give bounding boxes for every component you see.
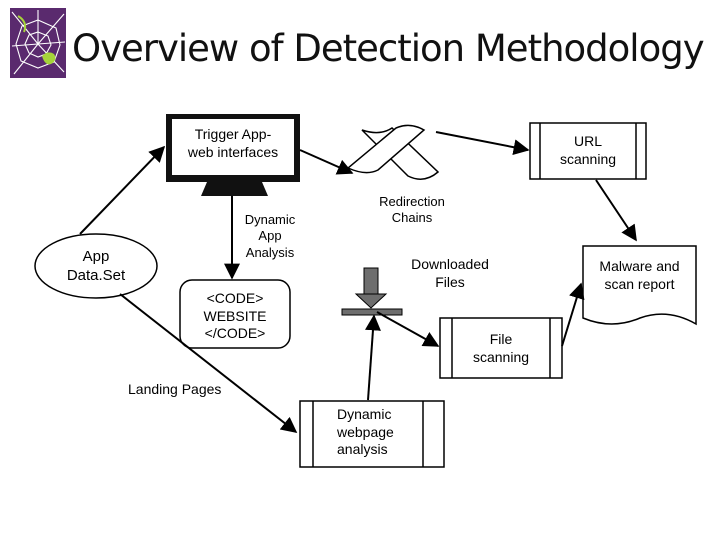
app-dataset-label: App Data.Set: [48, 248, 144, 286]
arrow-trigger-to-redirect: [299, 149, 354, 175]
arrow-dataset-to-landing: [119, 293, 298, 433]
arrow-filescan-to-report: [561, 282, 585, 347]
trigger-label-line2: web interfaces: [187, 143, 279, 160]
dynamic-webpage-line1: Dynamic: [337, 406, 392, 422]
file-scanning-line2: scanning: [472, 348, 530, 365]
url-scanning-box: [529, 122, 647, 180]
arrow-url-to-report: [595, 179, 637, 242]
spider-web-logo-icon: [10, 8, 66, 78]
code-website-line2: WEBSITE: [203, 307, 267, 324]
app-dataset-ellipse: [34, 233, 158, 299]
file-scanning-line1: File: [489, 331, 513, 347]
app-dataset-line1: App: [82, 248, 110, 265]
url-scanning-line1: URL: [573, 133, 602, 149]
trigger-label-line1: Trigger App-: [194, 126, 272, 142]
arrow-dataset-to-trigger: [79, 145, 166, 235]
malware-report-line2: scan report: [604, 275, 675, 292]
downloaded-files-line2: Files: [435, 273, 465, 290]
downloaded-files-line1: Downloaded: [411, 256, 489, 272]
computer-monitor-icon: [166, 114, 300, 196]
dynamic-webpage-label: Dynamic webpage analysis: [313, 406, 423, 459]
malware-report-label: Malware and scan report: [583, 258, 696, 293]
file-scanning-box: [439, 317, 563, 379]
download-arrow-icon: [341, 267, 403, 316]
url-scanning-line2: scanning: [559, 150, 617, 167]
app-dataset-line2: Data.Set: [66, 266, 126, 284]
downloaded-files-label: Downloaded Files: [396, 256, 504, 291]
dynamic-app-analysis-label: Dynamic App Analysis: [232, 212, 308, 261]
redirect-ribbon-icon: [346, 124, 440, 180]
arrow-webpage-to-download: [364, 314, 381, 401]
dynamic-webpage-line3: analysis: [337, 441, 388, 457]
malware-report-line1: Malware and: [599, 258, 680, 274]
dynamic-webpage-line2: webpage: [337, 423, 394, 440]
redirection-line2: Chains: [391, 210, 433, 226]
redirection-line1: Redirection: [379, 194, 445, 209]
dynamic-webpage-box: [299, 400, 445, 468]
code-website-label: <CODE> WEBSITE </CODE>: [180, 290, 290, 343]
code-website-line3: </CODE>: [204, 325, 266, 341]
arrow-code-to-filescan: [376, 311, 440, 347]
file-scanning-label: File scanning: [452, 331, 550, 366]
landing-pages-line1: Landing Pages: [128, 381, 222, 397]
code-website-line1: <CODE>: [206, 290, 264, 306]
dynamic-app-line2: App: [258, 228, 282, 244]
arrow-redirect-to-url: [435, 131, 530, 156]
trigger-label: Trigger App- web interfaces: [172, 126, 294, 161]
code-website-box: [179, 279, 291, 349]
document-icon: [582, 245, 697, 326]
url-scanning-label: URL scanning: [540, 133, 636, 168]
slide-title: Overview of Detection Methodology: [72, 27, 705, 70]
redirection-chains-label: Redirection Chains: [360, 194, 464, 227]
dynamic-app-line3: Analysis: [245, 244, 295, 260]
dynamic-app-line1: Dynamic: [244, 212, 296, 227]
landing-pages-label: Landing Pages: [128, 381, 258, 399]
